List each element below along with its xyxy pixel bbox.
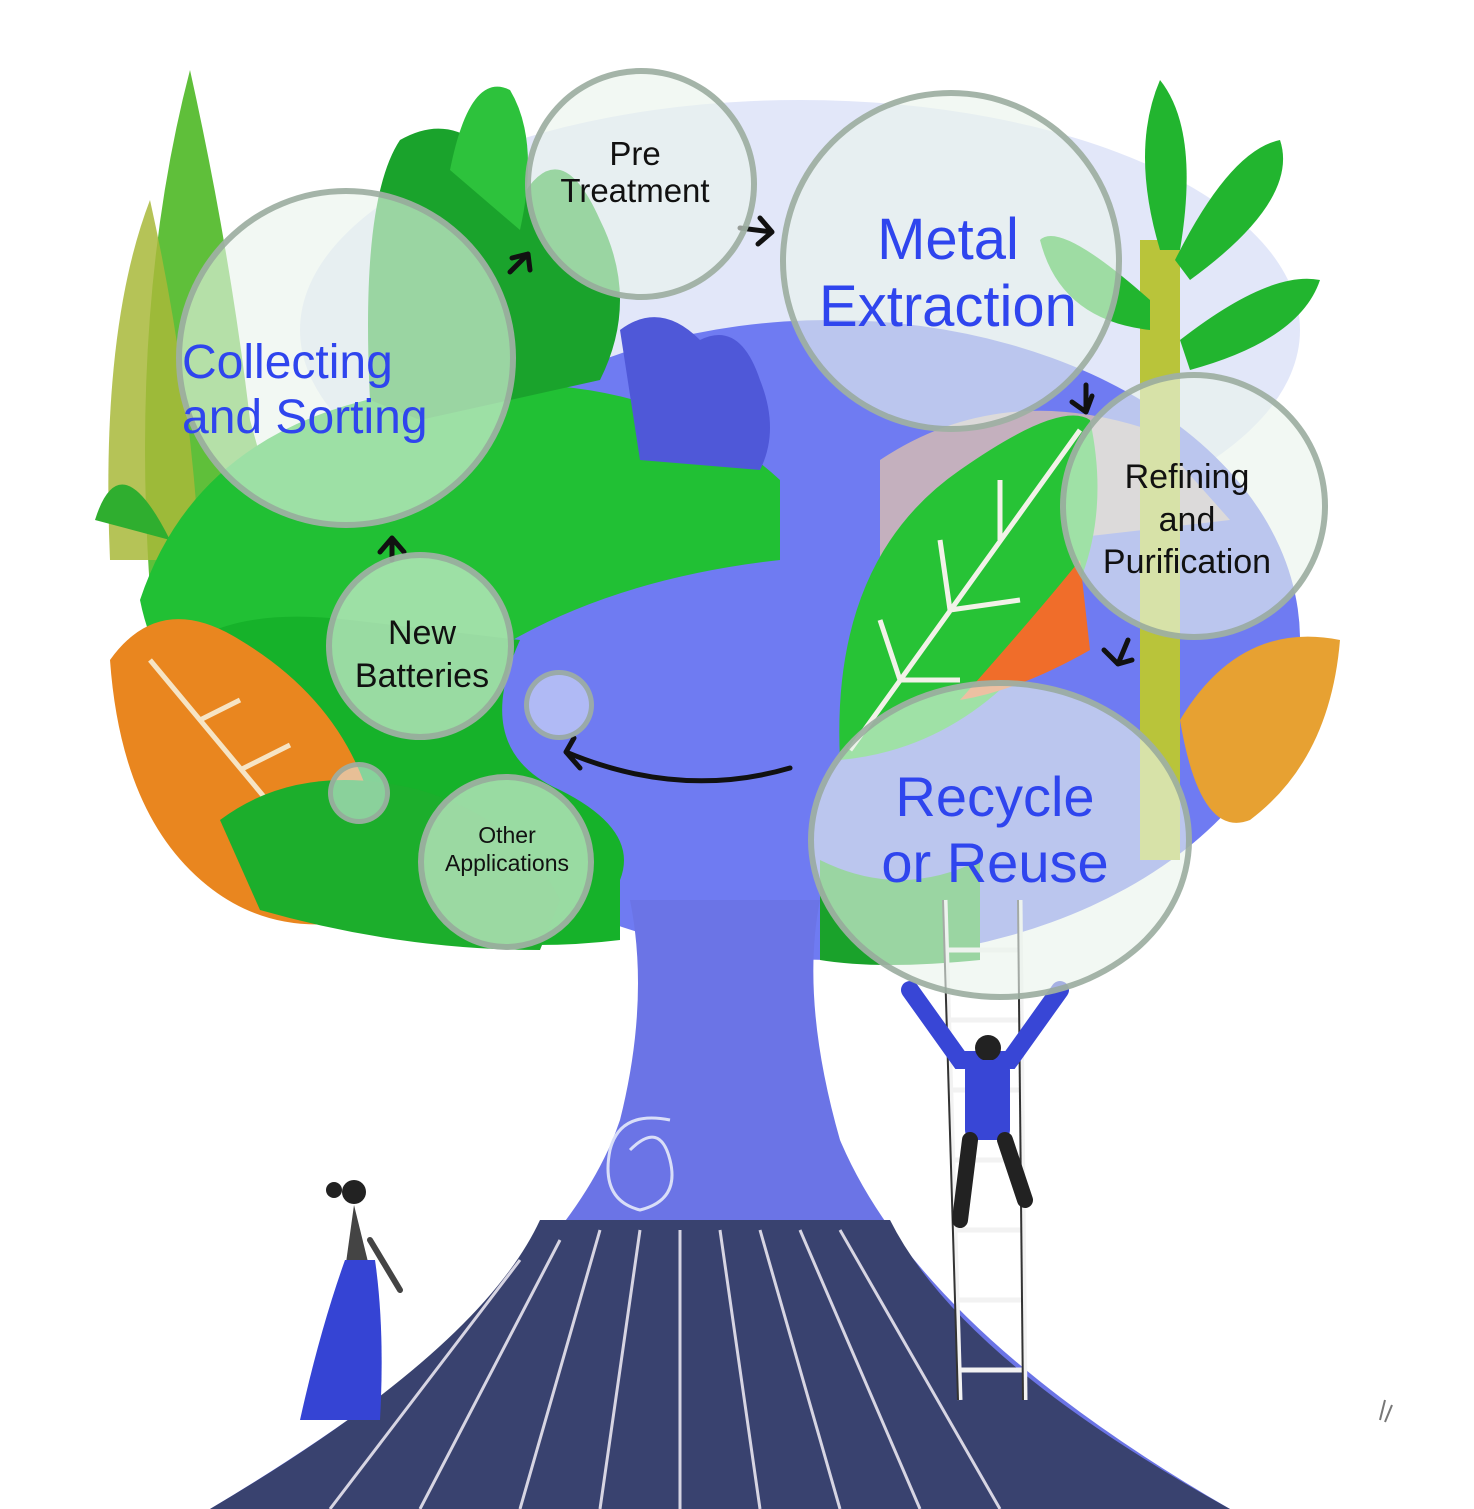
bubble-other-applications: [418, 774, 594, 950]
bubble-collecting-sorting: [176, 188, 516, 528]
label-recycle-reuse: Recycle or Reuse: [881, 765, 1109, 895]
arrow-refine-to-recycle: [1101, 637, 1135, 667]
right-orange-leaf: [1180, 636, 1340, 823]
left-grass-3: [95, 484, 170, 540]
climbing-figure: [901, 981, 1069, 1228]
grass-tuft: [1379, 1399, 1393, 1423]
hill-bush-top: [450, 86, 528, 230]
trunk-spiral: [606, 1116, 674, 1212]
right-plant-leaf-1: [1145, 80, 1187, 250]
label-pre-treatment: Pre Treatment: [560, 135, 710, 209]
bubble-small-2: [328, 762, 390, 824]
bubble-small-1: [524, 670, 594, 740]
tree-roots: [210, 1220, 1230, 1509]
left-orange-leaf-vein: [148, 658, 352, 902]
arrow-collect-to-pre: [507, 251, 533, 275]
left-tall-grass-2: [108, 200, 200, 560]
standing-figure: [300, 1180, 403, 1420]
label-collecting-sorting: Collecting and Sorting: [182, 336, 428, 444]
bubble-refining: [1060, 372, 1328, 640]
bubble-pre-treatment: [525, 68, 757, 300]
label-metal-extraction: Metal Extraction: [819, 207, 1077, 340]
right-plant-leaf-2: [1175, 140, 1284, 280]
label-refining: Refining and Purification: [1102, 458, 1272, 581]
blue-bush: [620, 317, 770, 470]
trunk-lines: [328, 1229, 1002, 1509]
bubble-recycle-reuse: [808, 680, 1192, 1000]
right-plant-leaf-4: [1180, 278, 1320, 370]
bubble-new-batteries: [326, 552, 514, 740]
bubble-metal-extraction: [780, 90, 1122, 432]
label-other-applications: Other Applications: [444, 822, 570, 876]
flow-arrows: [377, 215, 1135, 784]
right-big-leaf-vein: [847, 428, 1083, 752]
orange-streak: [960, 560, 1090, 700]
label-new-batteries: New Batteries: [354, 614, 490, 695]
arrow-metal-to-refine: [1069, 382, 1095, 415]
arrow-recycle-to-new: [563, 735, 793, 784]
